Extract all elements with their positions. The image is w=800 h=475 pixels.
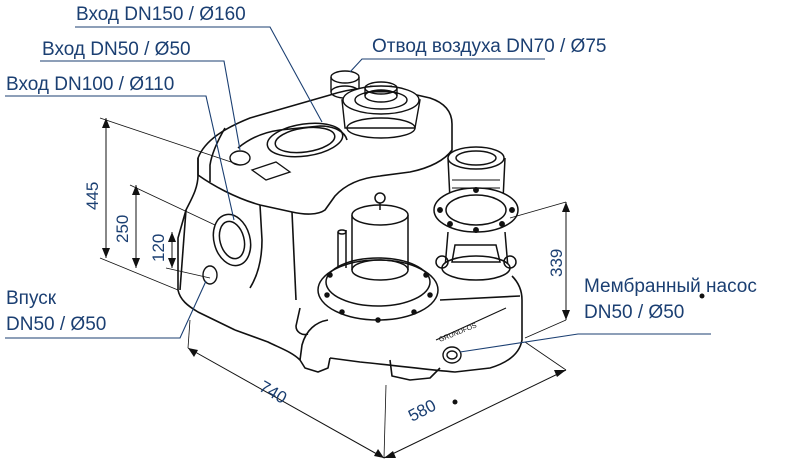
left-pump [317,192,439,323]
air-vent [330,70,421,139]
label-plate [250,161,292,181]
dimension-339: 339 [547,249,566,277]
label-inlet-dn100: Вход DN100 / Ø110 [6,74,175,95]
label-air-vent: Отвод воздуха DN70 / Ø75 [372,36,607,57]
label-intake-line2: DN50 / Ø50 [6,314,107,335]
label-inlet-dn50: Вход DN50 / Ø50 [42,39,191,60]
diaphragm-pump-port [442,346,462,364]
label-intake-line1: Впуск [6,288,57,309]
brand-mark: GRUNDFOS [438,322,478,344]
inlet-dn150-opening [266,122,344,158]
label-diaphragm-line2: DN50 / Ø50 [584,302,685,323]
dimension-250: 250 [113,215,132,243]
label-inlet-dn150: Вход DN150 / Ø160 [76,4,246,25]
dimension-580: 580 [405,396,439,426]
intake-dn50-opening [202,265,218,285]
label-diaphragm-line1: Мембранный насос [584,276,757,297]
dimension-445: 445 [83,182,102,210]
dimension-120: 120 [149,234,168,262]
right-pump [433,146,519,341]
dimension-740: 740 [256,377,290,408]
dimension-arrows [102,118,570,458]
reference-dot [452,399,458,405]
dimension-lines [99,117,567,459]
leader-lines [5,26,711,353]
inlet-dn100-opening [212,213,252,267]
reference-dot [699,293,705,299]
